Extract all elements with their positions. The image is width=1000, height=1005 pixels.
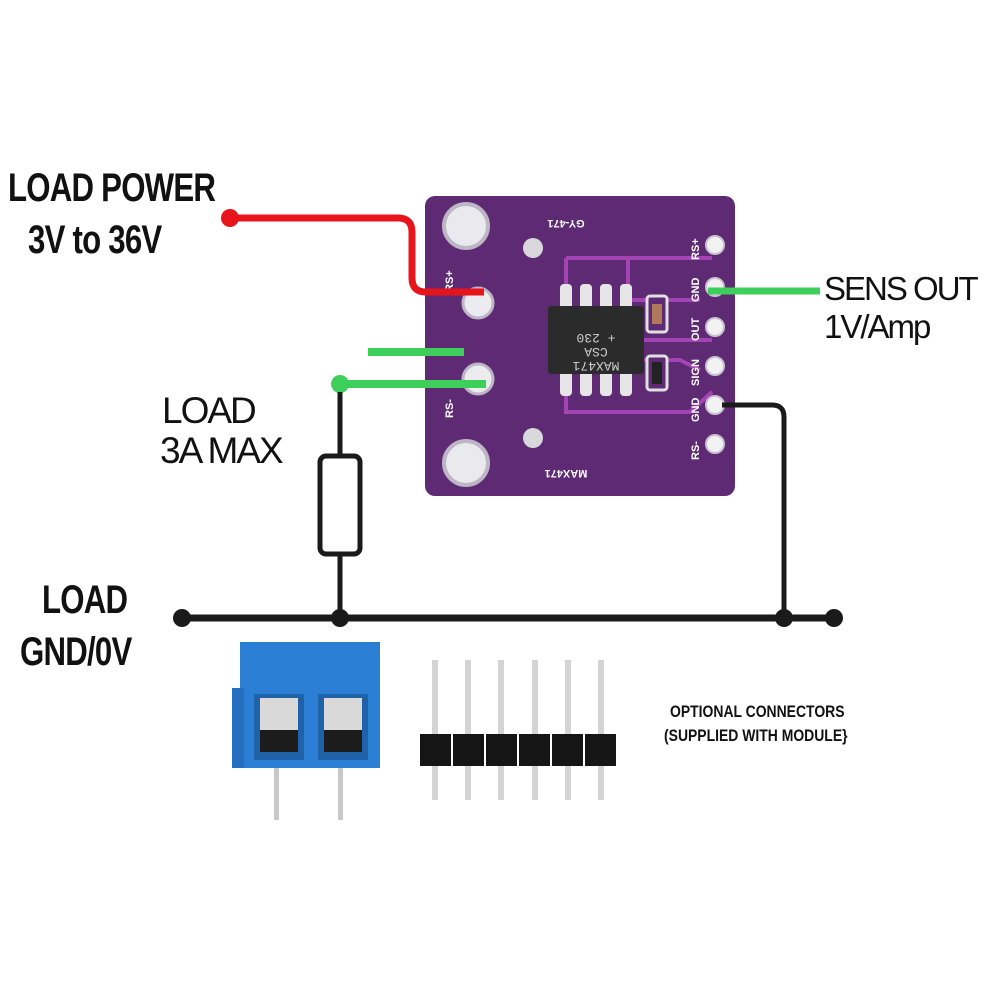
sens-out-scale: 1V/Amp: [824, 308, 931, 345]
optional-connectors-label: OPTIONAL CONNECTORS: [670, 702, 845, 721]
silk-pin-3: OUT: [690, 318, 702, 342]
chip-marking-1: MAX471: [572, 358, 619, 373]
gnd-return-wire: [722, 402, 787, 618]
power-terminal-dot: [221, 209, 239, 227]
ground-terminal-dot: [825, 609, 843, 627]
screw-terminal-block: [232, 642, 380, 820]
chip-marking-2: CSA: [584, 344, 608, 359]
mounting-hole: [442, 202, 490, 250]
power-wire: [221, 209, 484, 296]
ground-junction-dot: [331, 609, 349, 627]
silk-top: GY-471: [547, 217, 584, 229]
silk-pin-5: GND: [690, 398, 702, 423]
silk-pin-2: GND: [690, 278, 702, 303]
resistor-body: [652, 362, 662, 384]
rs-minus-pad: [461, 362, 495, 396]
sens-out-label: SENS OUT: [824, 270, 979, 307]
load-resistor: [317, 453, 363, 557]
max471-chip: [548, 284, 644, 396]
ground-wiring: [173, 392, 843, 627]
load-power-range: 3V to 36V: [28, 218, 162, 262]
pin-header: [420, 660, 616, 800]
supplied-with-module-label: (SUPPLIED WITH MODULE}: [664, 726, 848, 745]
silk-pin-4: SIGN: [690, 359, 702, 386]
silk-rs-plus: RS+: [444, 270, 456, 292]
silk-rs-minus: RS-: [444, 399, 456, 418]
via: [523, 238, 543, 258]
silk-bottom: MAX471: [545, 467, 588, 479]
silk-pin-6: RS-: [690, 441, 702, 460]
gy471-board: MAX471 CSA + 230 GY-471 MAX471 RS+ RS- R…: [425, 196, 735, 496]
load-max-label: 3A MAX: [160, 430, 284, 471]
via: [523, 428, 543, 448]
board-pin-row: [705, 235, 725, 454]
mounting-hole: [442, 439, 490, 487]
load-label: LOAD: [162, 390, 257, 431]
sense-wires: [331, 287, 820, 393]
load-gnd-label: LOAD: [42, 578, 128, 622]
ground-junction-dot: [775, 609, 793, 627]
ground-terminal-dot: [173, 609, 191, 627]
silk-pin-1: RS+: [690, 238, 702, 260]
load-power-label: LOAD POWER: [8, 166, 216, 210]
sense-junction-dot: [331, 375, 349, 393]
chip-marking-3: + 230: [576, 330, 615, 345]
capacitor-body: [652, 304, 662, 324]
load-gnd-value: GND/0V: [20, 630, 132, 674]
